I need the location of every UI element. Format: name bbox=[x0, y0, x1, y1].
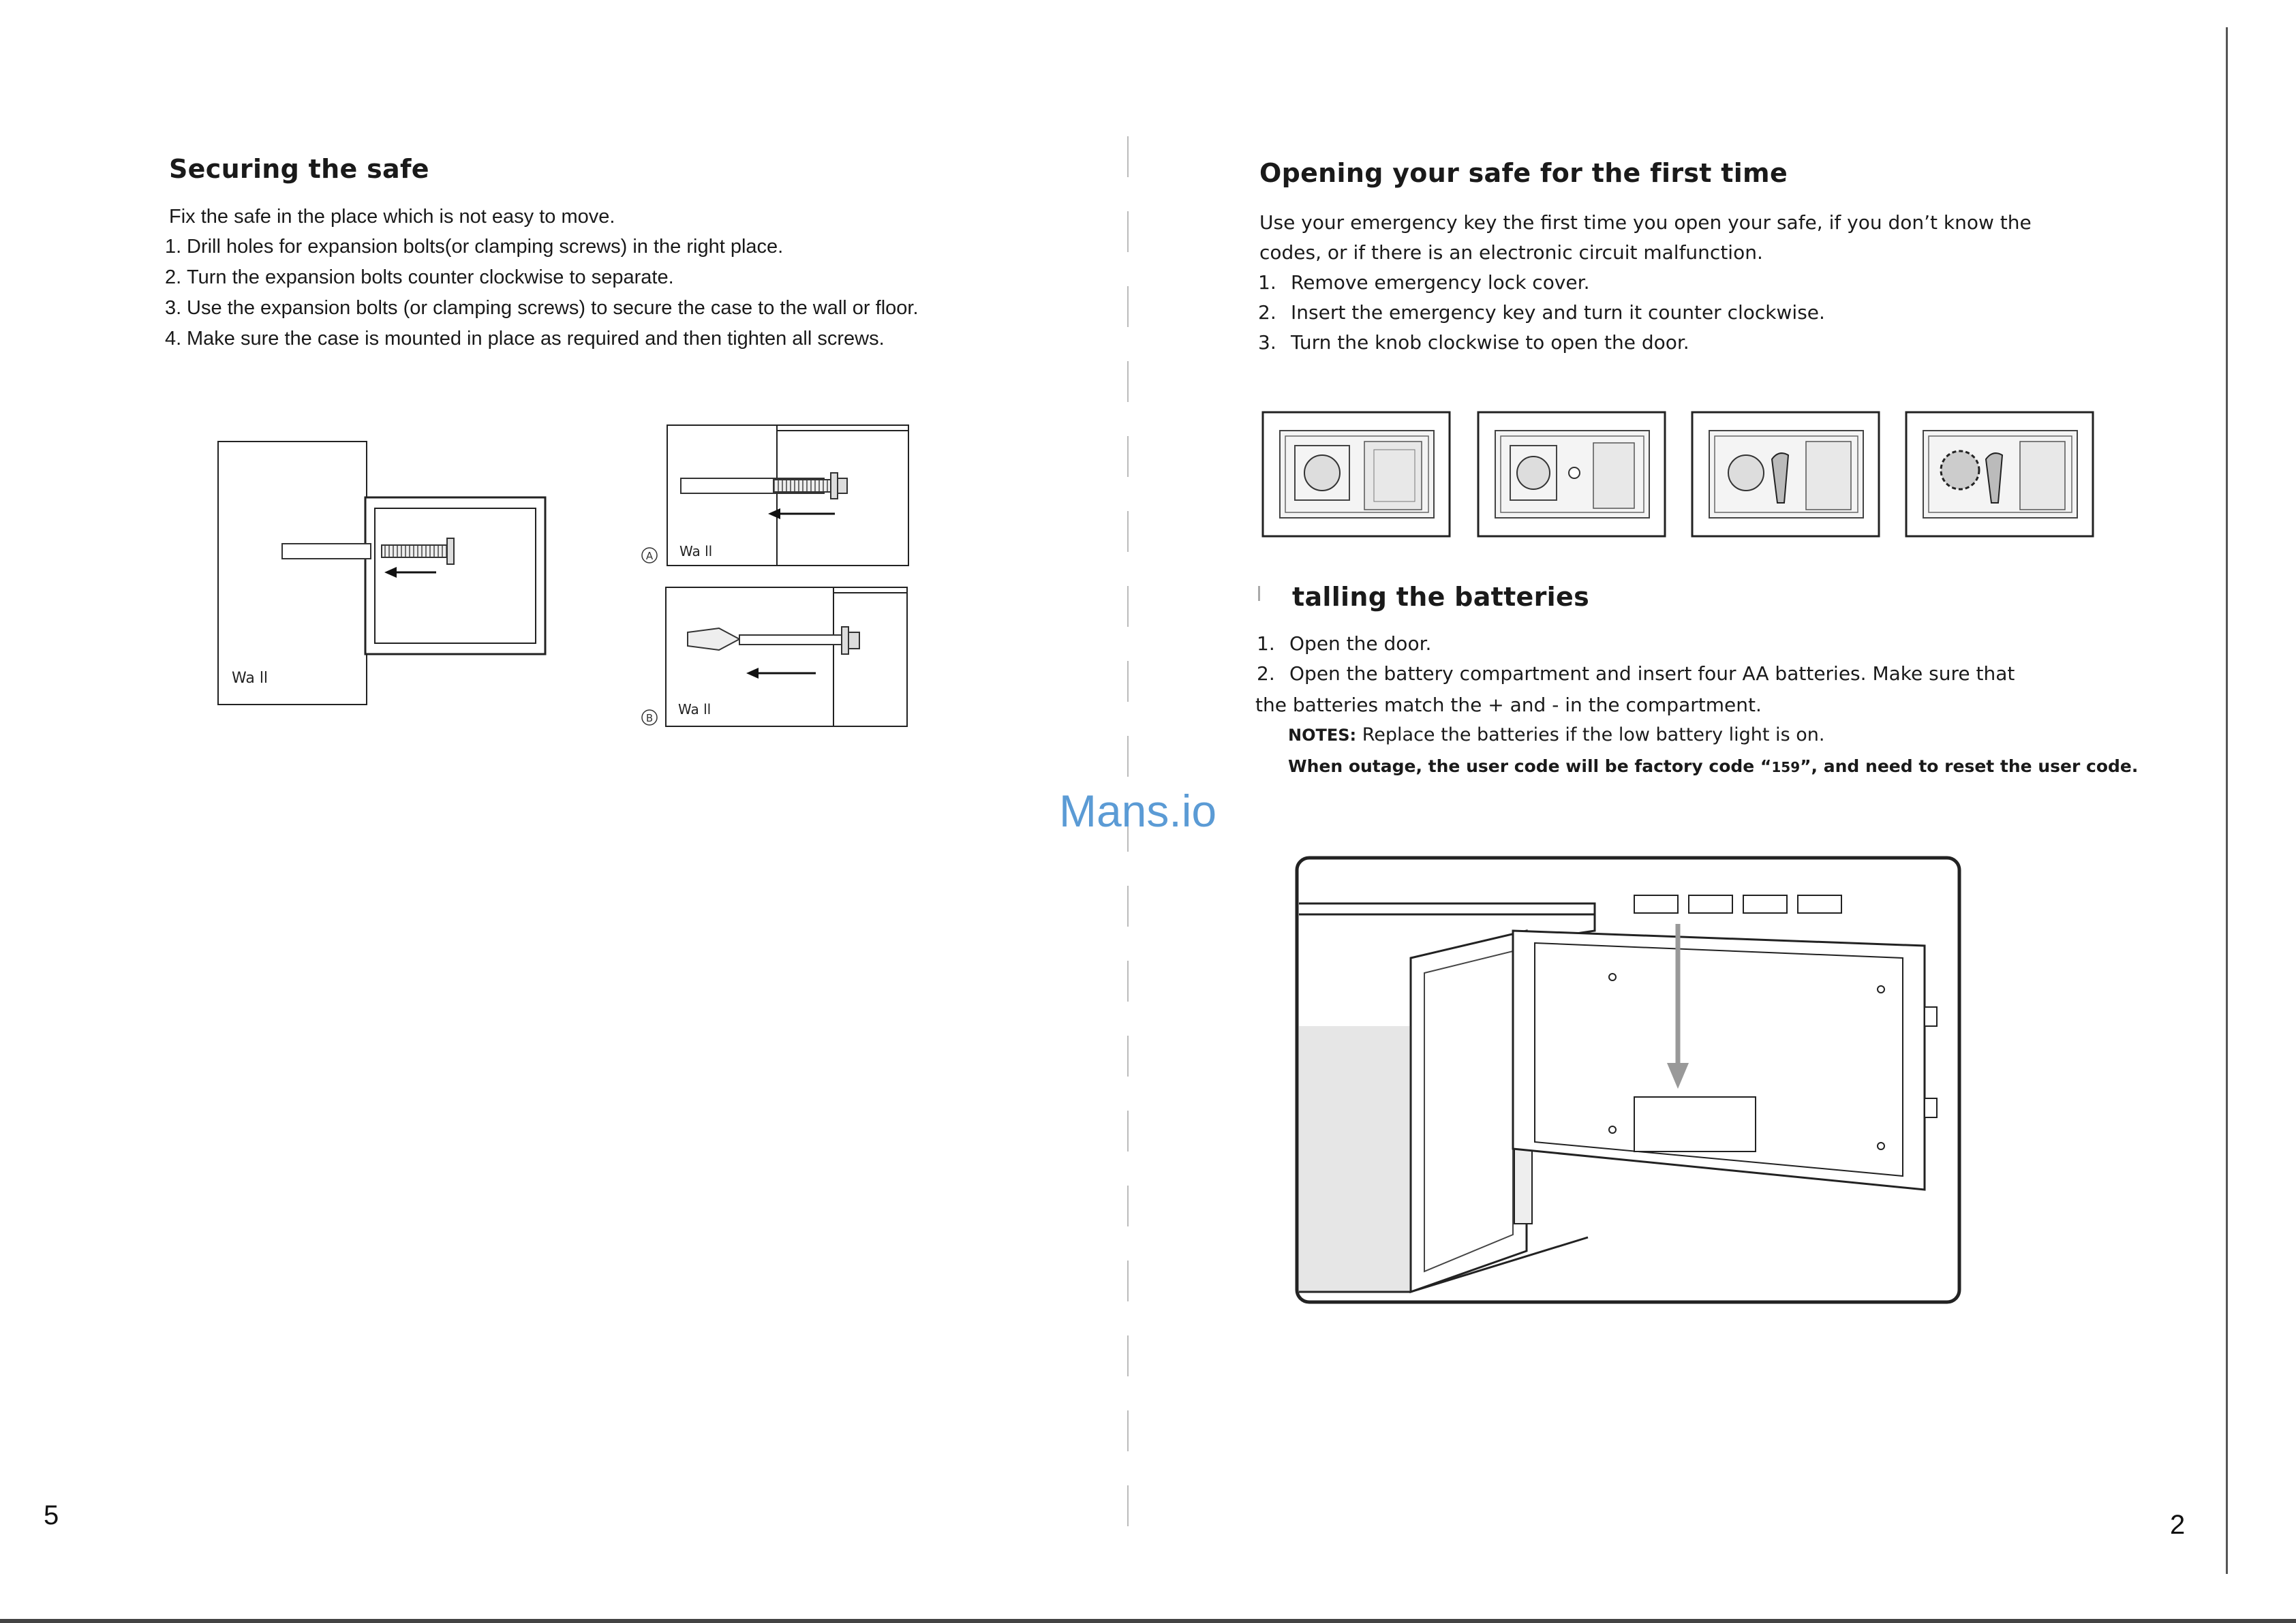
marker-b: B bbox=[646, 712, 653, 724]
outage-code: 159 bbox=[1771, 759, 1801, 775]
marker-a: A bbox=[646, 550, 654, 562]
wall-label-a: Wa ll bbox=[679, 543, 712, 559]
right-edge-line bbox=[2226, 27, 2228, 1574]
step-text: Turn the knob clockwise to open the door… bbox=[1291, 331, 1689, 354]
opening-intro-line-1: Use your emergency key the first time yo… bbox=[1259, 211, 2032, 234]
wall-label-b: Wa ll bbox=[678, 701, 711, 717]
step-text: Insert the emergency key and turn it cou… bbox=[1291, 301, 1825, 324]
section-title-securing: Securing the safe bbox=[169, 154, 429, 184]
step-number: 3. bbox=[1258, 331, 1276, 354]
batteries-continuation: the batteries match the + and - in the c… bbox=[1255, 694, 1762, 716]
step-number: 1. bbox=[1257, 632, 1275, 655]
securing-step-4: 4.Make sure the case is mounted in place… bbox=[165, 324, 885, 354]
outage-post: ”, and need to reset the user code. bbox=[1800, 756, 2139, 776]
batteries-notes: NOTES: Replace the batteries if the low … bbox=[1288, 720, 1824, 751]
expansion-bolt-figure-b: B Wa ll bbox=[641, 587, 908, 727]
safe-wall-mount-figure: Wa ll bbox=[217, 441, 547, 705]
center-fold-line bbox=[1127, 136, 1129, 1554]
watermark-logo: Mans.io bbox=[1059, 786, 1217, 836]
securing-step-2: 2.Turn the expansion bolts counter clock… bbox=[165, 262, 674, 293]
step-number: 1. bbox=[1258, 271, 1276, 294]
step-number: 3. bbox=[165, 297, 182, 319]
step-text: Make sure the case is mounted in place a… bbox=[187, 328, 885, 350]
securing-step-3: 3.Use the expansion bolts (or clamping s… bbox=[165, 293, 919, 324]
section-title-batteries: talling the batteries bbox=[1292, 582, 1589, 612]
step-text: Remove emergency lock cover. bbox=[1291, 271, 1590, 294]
section-title-opening: Opening your safe for the first time bbox=[1259, 158, 1788, 188]
opening-step-3: 3. Turn the knob clockwise to open the do… bbox=[1258, 327, 1689, 358]
batteries-step-1: 1. Open the door. bbox=[1257, 628, 1431, 659]
step-text: Use the expansion bolts (or clamping scr… bbox=[187, 297, 919, 319]
step-number: 2. bbox=[1258, 301, 1276, 324]
step-text: Open the door. bbox=[1289, 632, 1432, 655]
battery-install-figure bbox=[1295, 856, 1961, 1304]
securing-intro: Fix the safe in the place which is not e… bbox=[169, 206, 615, 228]
opening-intro-line-2: codes, or if there is an electronic circ… bbox=[1259, 241, 1763, 264]
safe-panel-step-4 bbox=[1905, 411, 2094, 538]
step-number: 2. bbox=[1257, 662, 1275, 685]
opening-step-1: 1. Remove emergency lock cover. bbox=[1258, 267, 1589, 298]
step-text: Drill holes for expansion bolts(or clamp… bbox=[187, 236, 784, 258]
safe-panel-step-3 bbox=[1691, 411, 1880, 538]
notes-text: Replace the batteries if the low battery… bbox=[1362, 724, 1825, 745]
safe-panel-step-1 bbox=[1261, 411, 1451, 538]
outage-pre: When outage, the user code will be facto… bbox=[1288, 756, 1772, 776]
batteries-outage-note: When outage, the user code will be facto… bbox=[1288, 751, 2138, 783]
step-text: Turn the expansion bolts counter clockwi… bbox=[187, 266, 674, 288]
securing-step-1: 1.Drill holes for expansion bolts(or cla… bbox=[165, 232, 783, 262]
expansion-bolt-figure-a: A Wa ll bbox=[641, 424, 909, 566]
opening-step-2: 2. Insert the emergency key and turn it c… bbox=[1258, 297, 1825, 328]
step-number: 1. bbox=[165, 236, 182, 258]
step-number: 2. bbox=[165, 266, 182, 288]
step-number: 4. bbox=[165, 328, 182, 350]
page-number-left: 5 bbox=[44, 1500, 59, 1530]
page-number-right: 2 bbox=[2170, 1510, 2186, 1540]
batteries-step-2: 2. Open the battery compartment and inser… bbox=[1257, 658, 2015, 689]
notes-label: NOTES: bbox=[1288, 726, 1357, 745]
scan-bottom-edge bbox=[0, 1619, 2296, 1623]
safe-panel-step-2 bbox=[1477, 411, 1666, 538]
wall-label-1: Wa ll bbox=[232, 670, 268, 687]
section-title-mark bbox=[1258, 586, 1260, 601]
step-text: Open the battery compartment and insert … bbox=[1289, 662, 2015, 685]
